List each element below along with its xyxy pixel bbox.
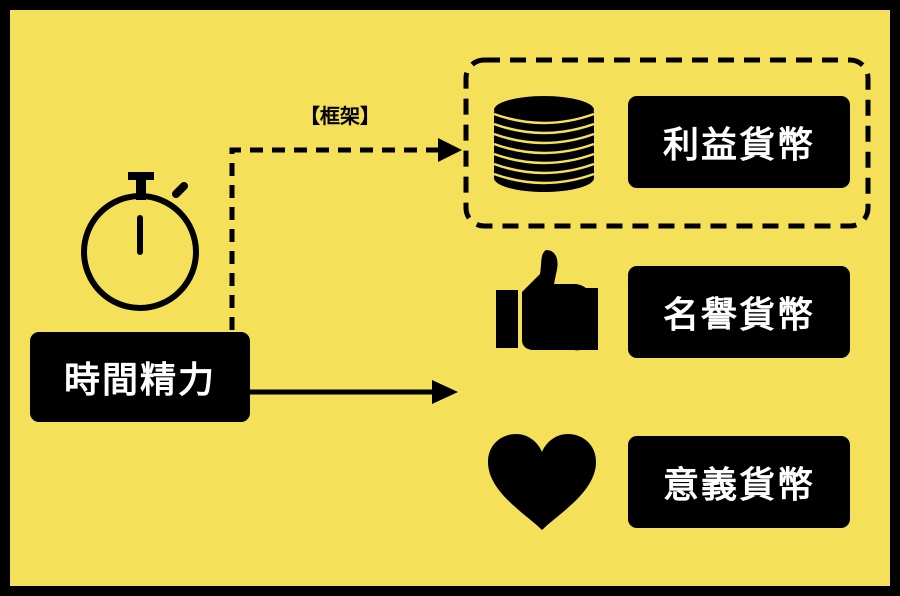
source-box: 時間精力 <box>30 332 250 422</box>
stopwatch-icon <box>81 172 199 311</box>
outcome-box-reputation: 名譽貨幣 <box>628 266 850 358</box>
thumbs-up-icon <box>496 250 598 351</box>
framework-label: 【框架】 <box>300 104 380 128</box>
outcome-box-meaning: 意義貨幣 <box>628 436 850 528</box>
framework-arrowhead <box>438 138 462 162</box>
coin-stack-icon <box>493 96 595 192</box>
highlight-dashed-frame <box>463 57 871 229</box>
framework-dashed-connector <box>229 147 440 330</box>
heart-icon <box>488 434 596 530</box>
outcome-box-profit: 利益貨幣 <box>628 96 850 188</box>
solid-arrowhead <box>432 380 458 404</box>
